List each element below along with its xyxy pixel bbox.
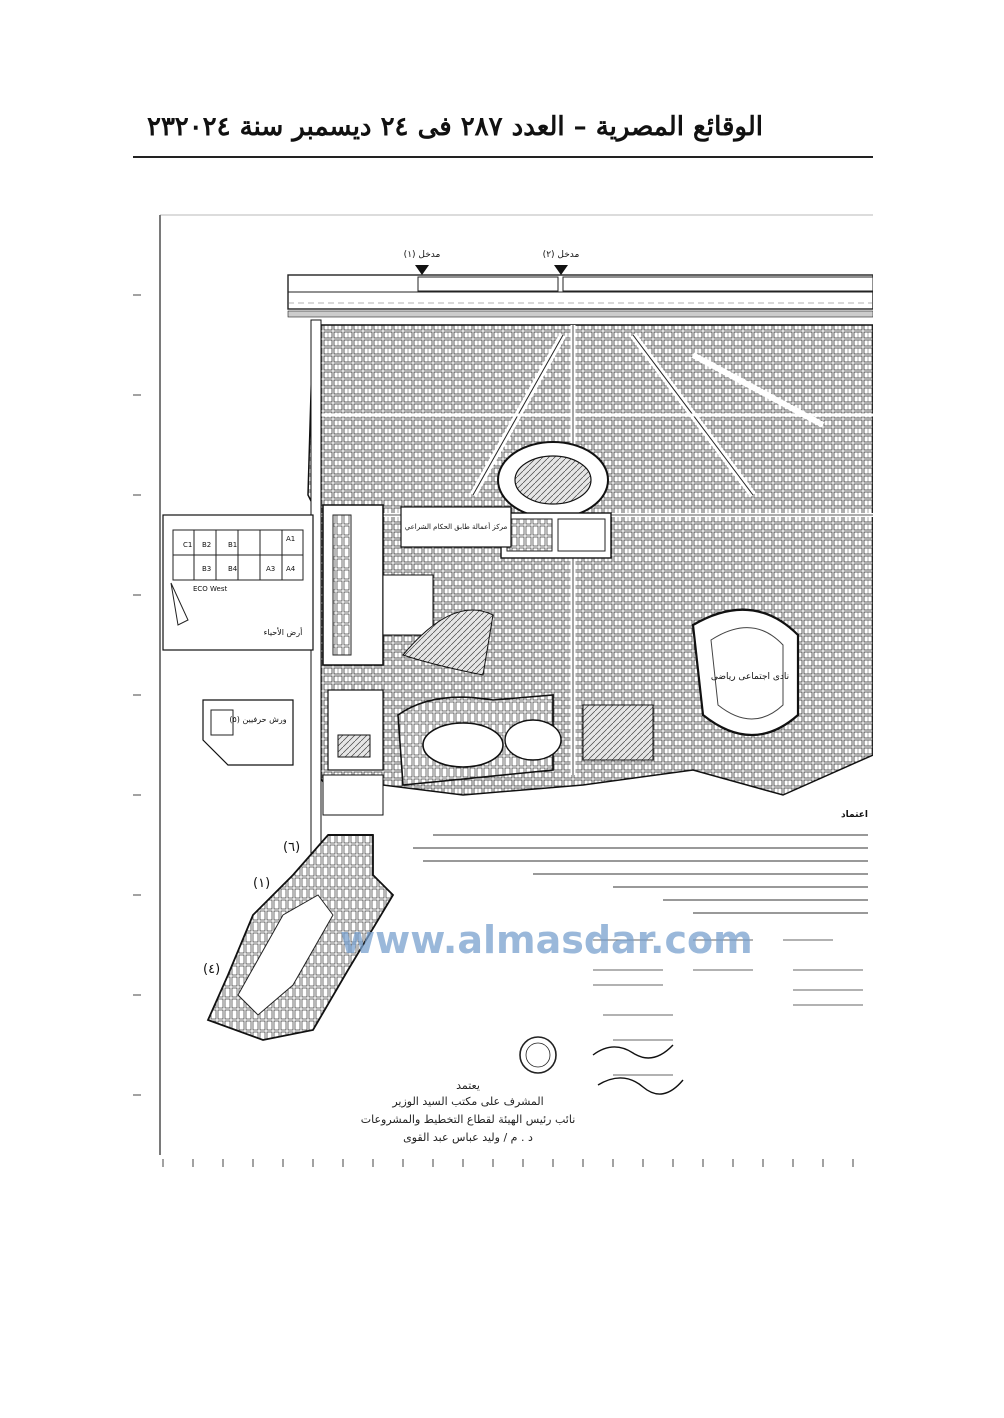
header-rule	[133, 156, 873, 158]
parcel-6-label: (٦)	[283, 840, 300, 855]
key-cell: B3	[202, 565, 211, 573]
key-cell: A4	[286, 565, 296, 573]
entrance-1-label: مدخل (١)	[404, 250, 441, 260]
central-hub	[497, 441, 612, 559]
approval-line: نائب رئيس الهيئة لقطاع التخطيط والمشروعا…	[361, 1113, 576, 1126]
approval-notes: اعتماد	[413, 810, 868, 1095]
key-cell: B2	[202, 541, 211, 549]
approval-heading: اعتماد	[841, 810, 868, 820]
land-strip-label: أرض الأحياء	[264, 627, 303, 637]
page-number: ٢٣	[147, 112, 175, 142]
key-cell: B4	[228, 565, 238, 573]
watermark-url: www.almasdar.com	[340, 918, 753, 962]
approval-line: يعتمد	[456, 1079, 480, 1092]
parcel-4-label: (٤)	[203, 962, 220, 977]
entrance-markers: مدخل (١) مدخل (٢)	[404, 250, 580, 275]
page-header: الوقائع المصرية – العدد ٢٨٧ فى ٢٤ ديسمبر…	[133, 112, 873, 152]
social-club: نادى اجتماعى رياضى	[691, 608, 800, 736]
border-ticks	[162, 1159, 854, 1167]
business-center-label: مركز أعمالة طابق الحكام الشراعي	[405, 522, 508, 531]
key-map: C1 B2 B1 A1 B3 B4 A3 A4 ECO West أرض الأ…	[162, 514, 314, 651]
parcel-1-label: (١)	[253, 876, 270, 891]
approval-line: د . م / وليد عباس عبد القوى	[403, 1131, 533, 1144]
key-cell: B1	[228, 541, 237, 549]
services-block: مركز أعمالة طابق الحكام الشراعي	[322, 504, 512, 676]
key-cell: A3	[266, 565, 275, 573]
lower-loops	[322, 689, 654, 816]
workshops-parcel: ورش حرفيين (٥)	[202, 699, 294, 766]
site-plan-sheet: مدخل (١) مدخل (٢)	[133, 195, 873, 1170]
gazette-title: الوقائع المصرية – العدد ٢٨٧ فى ٢٤ ديسمبر…	[174, 112, 763, 142]
social-club-label: نادى اجتماعى رياضى	[711, 672, 789, 682]
workshops-label: ورش حرفيين (٥)	[229, 715, 286, 724]
highway	[287, 274, 873, 318]
entrance-2-label: مدخل (٢)	[543, 250, 580, 260]
site-plan-drawing: مدخل (١) مدخل (٢)	[133, 214, 873, 1167]
eco-west-label: ECO West	[193, 585, 228, 593]
left-ticks	[133, 294, 141, 1096]
approval-line: المشرف على مكتب السيد الوزير	[391, 1095, 543, 1108]
key-cell: C1	[183, 541, 192, 549]
south-parcel: (٦) (١) (٤)	[203, 834, 395, 1041]
signature-block: يعتمد المشرف على مكتب السيد الوزير نائب …	[361, 1079, 576, 1144]
key-cell: A1	[286, 535, 295, 543]
